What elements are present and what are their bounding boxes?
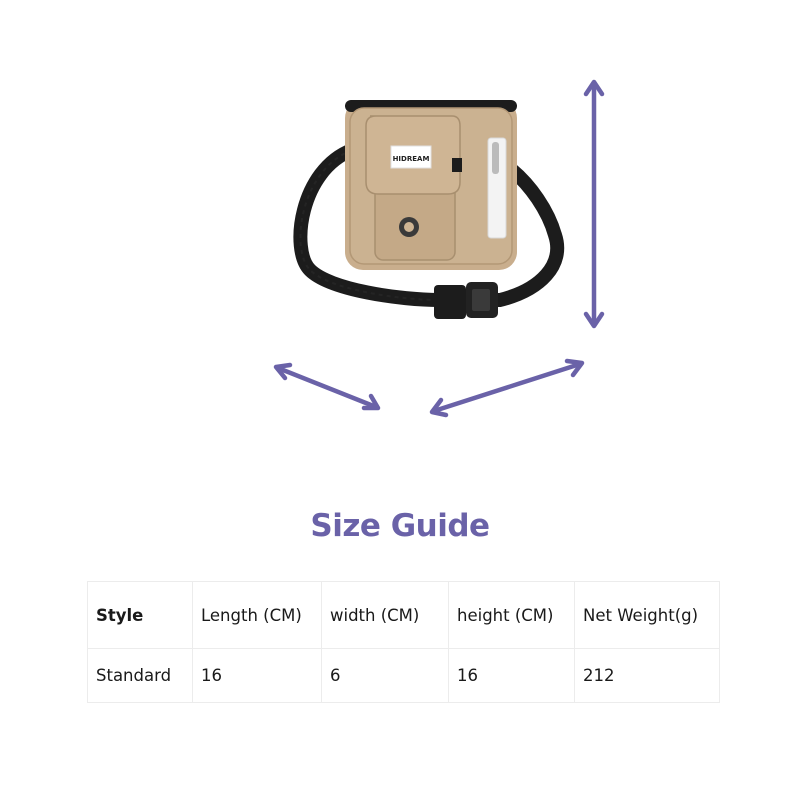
buckle	[434, 285, 466, 319]
table-header-row: Style Length (CM) width (CM) height (CM)…	[87, 581, 720, 649]
cell-height: 16	[448, 648, 575, 703]
width-arrow	[273, 362, 381, 411]
table-row: Standard 16 6 16 212	[87, 648, 720, 703]
bag-illustration: HIDREAM	[273, 79, 605, 418]
height-arrow	[583, 79, 605, 329]
header-cell-width: width (CM)	[321, 581, 449, 649]
header-cell-length: Length (CM)	[192, 581, 322, 649]
page-title: Size Guide	[310, 508, 490, 544]
cell-style: Standard	[87, 648, 193, 703]
length-arrow	[429, 358, 585, 418]
size-table: Style Length (CM) width (CM) height (CM)…	[87, 581, 720, 703]
cell-weight: 212	[574, 648, 720, 703]
cell-width: 6	[321, 648, 449, 703]
header-cell-style: Style	[87, 581, 193, 649]
header-cell-height: height (CM)	[448, 581, 575, 649]
product-illustration: HIDREAM	[273, 79, 605, 418]
bag-strap	[293, 143, 565, 307]
svg-text:HIDREAM: HIDREAM	[393, 155, 430, 163]
brand-label	[390, 145, 432, 169]
header-cell-weight: Net Weight(g)	[574, 581, 720, 649]
cell-length: 16	[192, 648, 322, 703]
